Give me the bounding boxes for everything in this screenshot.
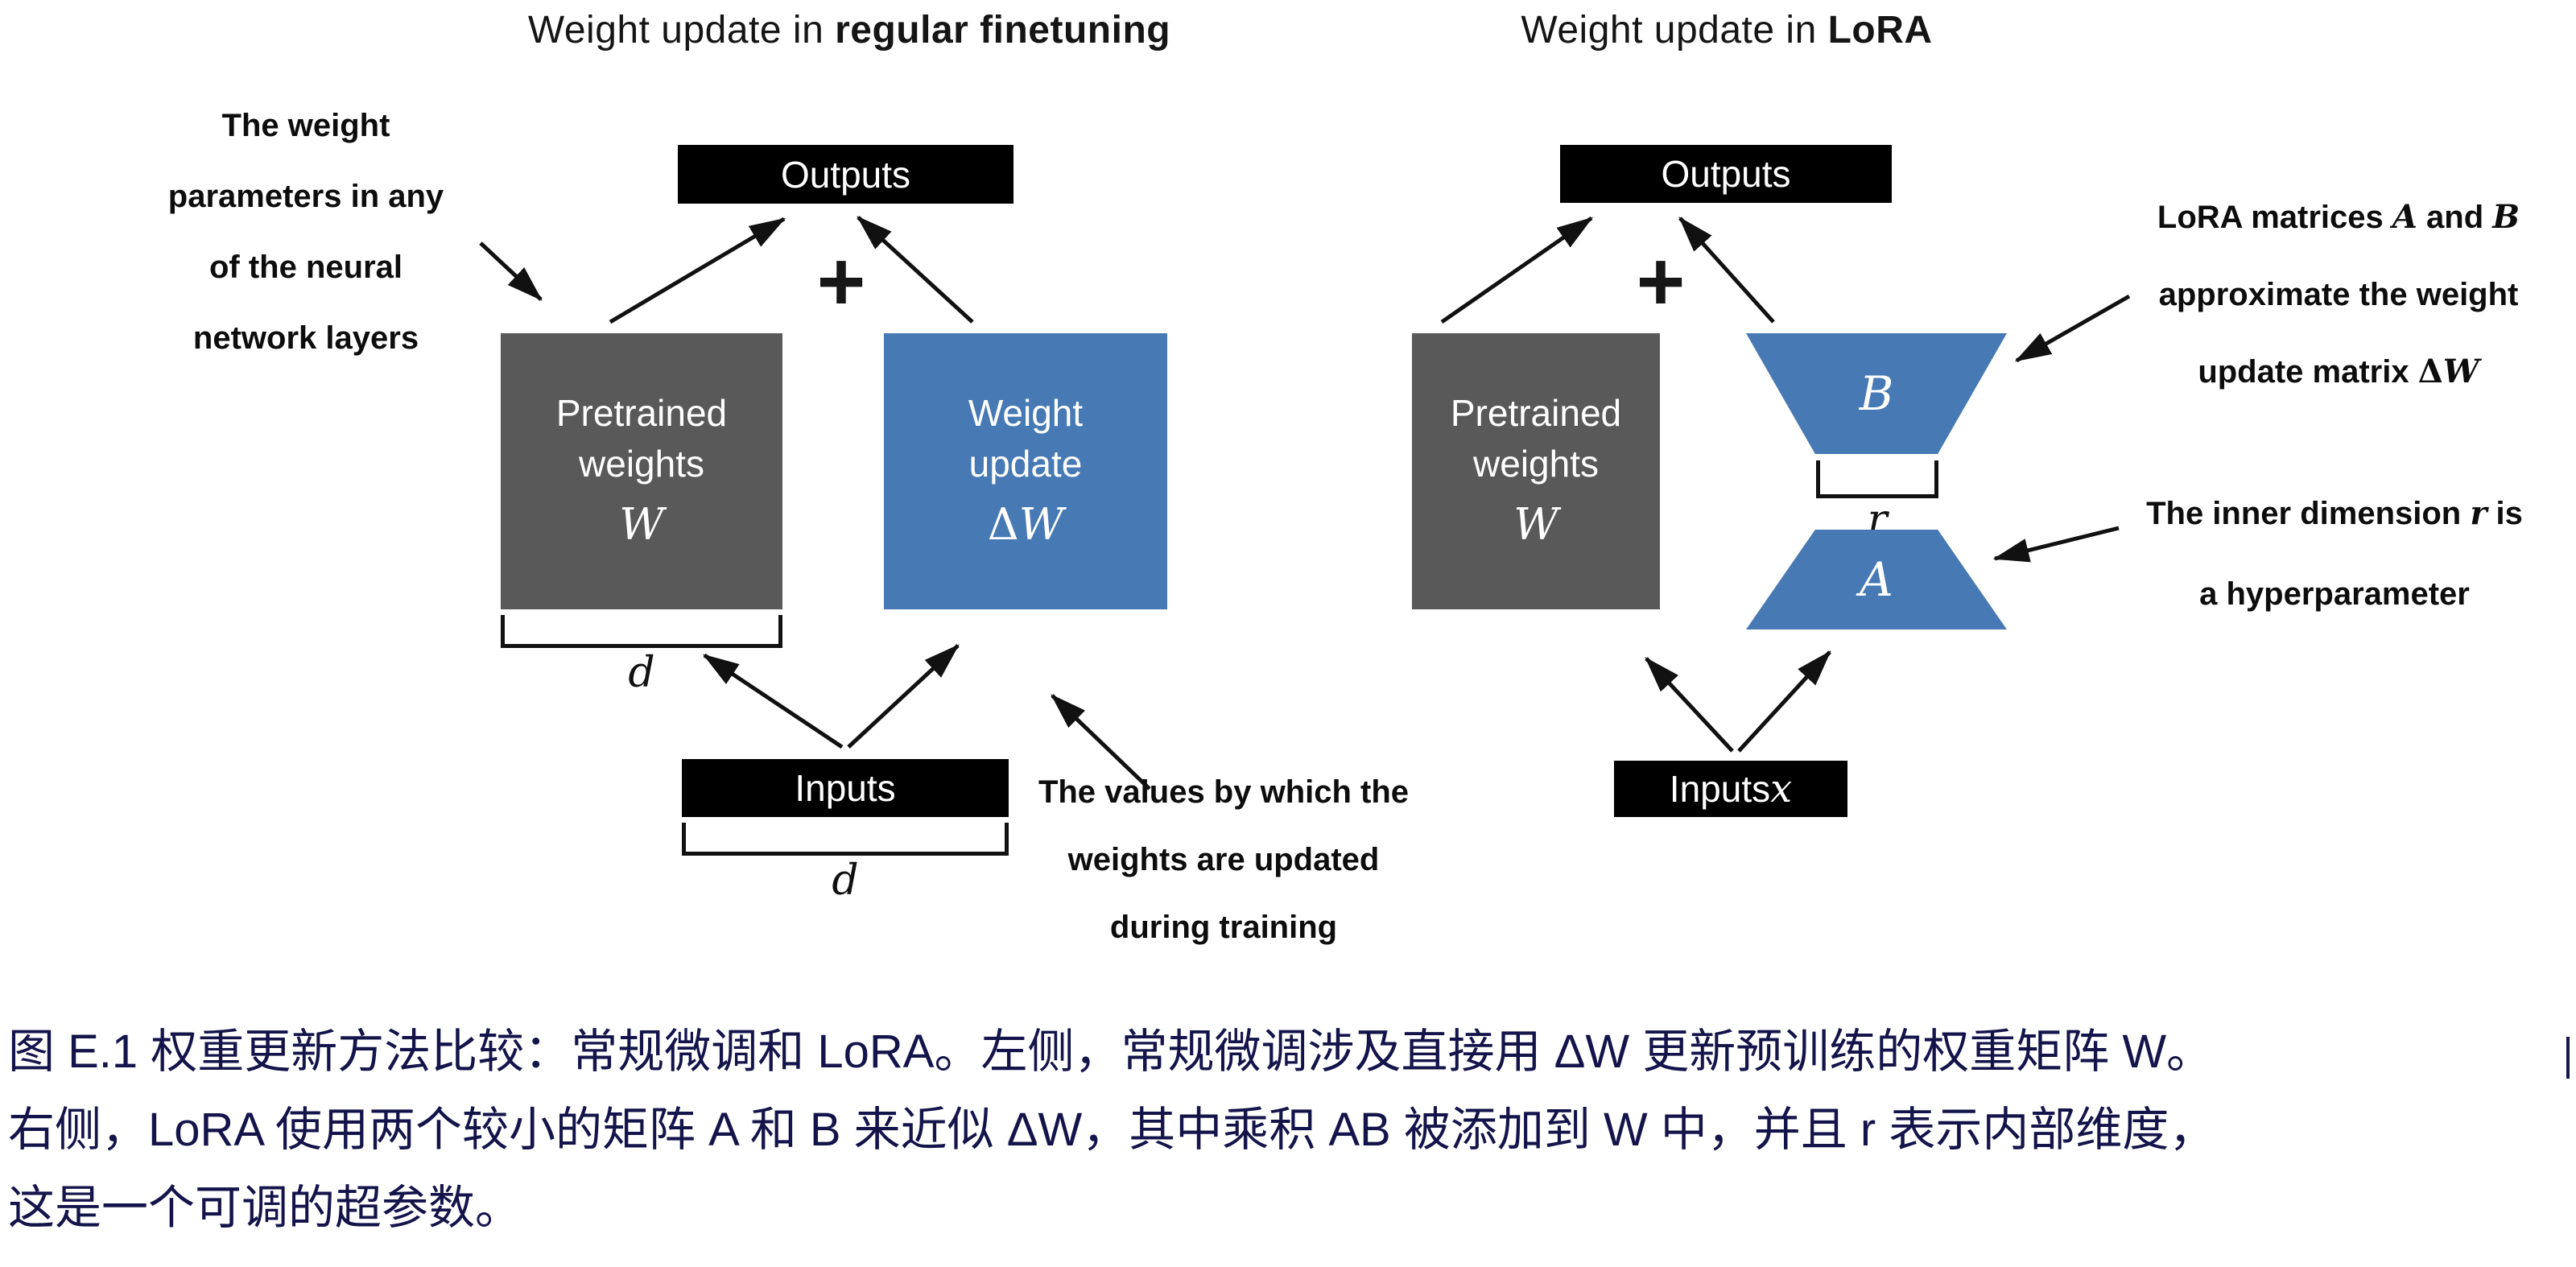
arrow-inputs-to-update-left: [847, 644, 960, 749]
annotation-line: The values by which the: [1038, 774, 1410, 810]
right-title-emphasis: LoRA: [1827, 9, 1933, 52]
outputs-box-left: Outputs: [678, 145, 1013, 204]
plus-glyph: +: [816, 235, 866, 328]
inputs-label-right: Inputs: [1669, 768, 1771, 810]
update-line1: Weight: [968, 391, 1084, 434]
arrow-annotation-to-rank: [1992, 526, 2120, 563]
dim-label-weights: d: [628, 649, 655, 697]
arrow-inputsx-to-matrix-a: [1737, 650, 1831, 753]
lora-matrices-annotation: LoRA matrices A and B approximate the we…: [2093, 179, 2576, 411]
annotation-line: a hyperparameter: [2199, 576, 2470, 612]
pretrained-line1: Pretrained: [1450, 391, 1622, 434]
rank-ref: r: [2470, 494, 2487, 532]
right-panel-title: Weight update in LoRA: [1364, 8, 2089, 52]
arrow-pretrained-to-outputs-left: [609, 217, 786, 324]
text-run: The inner dimension: [2146, 496, 2471, 531]
rank-bracket: [1816, 460, 1938, 498]
inner-dimension-annotation: The inner dimension r is a hyperparamete…: [2109, 473, 2560, 634]
matrix-b-ref: B: [2492, 198, 2520, 236]
plus-glyph: +: [1636, 235, 1686, 328]
matrix-b-trapezoid: B: [1746, 333, 2007, 454]
plus-sign-left: +: [797, 240, 886, 324]
right-title-prefix: Weight update in: [1521, 9, 1828, 52]
outputs-label-left: Outputs: [780, 153, 911, 196]
dim-bracket-inputs: [682, 823, 1009, 856]
matrix-a-trapezoid: A: [1746, 530, 2007, 629]
dim-bracket-weights: [501, 615, 782, 648]
update-values-annotation: The values by which the weights are upda…: [970, 758, 1477, 961]
inputs-label-left: Inputs: [795, 767, 896, 809]
left-panel-title: Weight update in regular finetuning: [370, 8, 1328, 52]
delta-glyph: Δ: [2417, 353, 2443, 390]
figure-caption: 图 E.1 权重更新方法比较：常规微调和 LoRA。左侧，常规微调涉及直接用 Δ…: [8, 1013, 2572, 1247]
arrow-pretrained-to-outputs-right: [1440, 216, 1594, 324]
annotation-line: The inner dimension r is: [2109, 473, 2560, 554]
annotation-line: The weight: [221, 108, 390, 143]
annotation-line: parameters in any: [167, 179, 444, 214]
arrow-inputsx-to-pretrained-right: [1645, 657, 1734, 753]
text-run: and: [2417, 200, 2493, 235]
left-title-prefix: Weight update in: [527, 9, 836, 52]
annotation-line: network layers: [192, 320, 419, 356]
annotation-line: weights are updated: [1067, 842, 1380, 877]
delta-w-symbol: ΔW: [988, 495, 1064, 555]
weight-params-annotation: The weight parameters in any of the neur…: [76, 90, 535, 373]
text-run: update matrix: [2198, 354, 2418, 390]
text-cursor: [2566, 1037, 2570, 1079]
caption-line-2: 右侧，LoRA 使用两个较小的矩阵 A 和 B 来近似 ΔW，其中乘积 AB 被…: [8, 1104, 2216, 1156]
inputs-x-symbol: x: [1770, 766, 1793, 811]
update-line2: update: [968, 443, 1083, 485]
pretrained-line1: Pretrained: [555, 391, 728, 434]
pretrained-line2: weights: [579, 443, 704, 485]
w-glyph: W: [1018, 498, 1064, 550]
pretrained-weights-box-right: Pretrained weights W: [1412, 333, 1660, 609]
outputs-label-right: Outputs: [1661, 153, 1791, 195]
annotation-line: update matrix ΔW: [2093, 333, 2576, 411]
matrix-w-symbol: W: [1513, 498, 1558, 550]
annotation-line: LoRA matrices A and B: [2093, 179, 2576, 256]
matrix-b-label: B: [1859, 366, 1894, 421]
annotation-line: approximate the weight: [2158, 277, 2519, 312]
dim-label-inputs: d: [832, 856, 859, 905]
matrix-a-ref: A: [2392, 198, 2417, 236]
caption-line-1: 图 E.1 权重更新方法比较：常规微调和 LoRA。左侧，常规微调涉及直接用 Δ…: [8, 1026, 2214, 1078]
outputs-box-right: Outputs: [1560, 145, 1892, 203]
inputs-x-box: Inputs x: [1614, 761, 1847, 817]
text-run: LoRA matrices: [2157, 200, 2392, 235]
text-run: is: [2487, 496, 2523, 531]
plus-sign-right: +: [1616, 240, 1705, 324]
weight-update-box: Weight update ΔW: [884, 333, 1167, 609]
annotation-line: during training: [1109, 910, 1338, 945]
inputs-box-left: Inputs: [682, 759, 1009, 817]
delta-glyph: Δ: [987, 498, 1019, 550]
pretrained-weights-box-left: Pretrained weights W: [501, 333, 782, 609]
matrix-w-symbol: W: [619, 498, 664, 550]
w-glyph: W: [2442, 353, 2479, 390]
caption-line-3: 这是一个可调的超参数。: [8, 1182, 522, 1234]
left-title-emphasis: regular finetuning: [835, 9, 1171, 52]
matrix-a-label: A: [1860, 552, 1893, 607]
pretrained-line2: weights: [1473, 443, 1599, 485]
annotation-line: of the neural: [208, 250, 403, 285]
